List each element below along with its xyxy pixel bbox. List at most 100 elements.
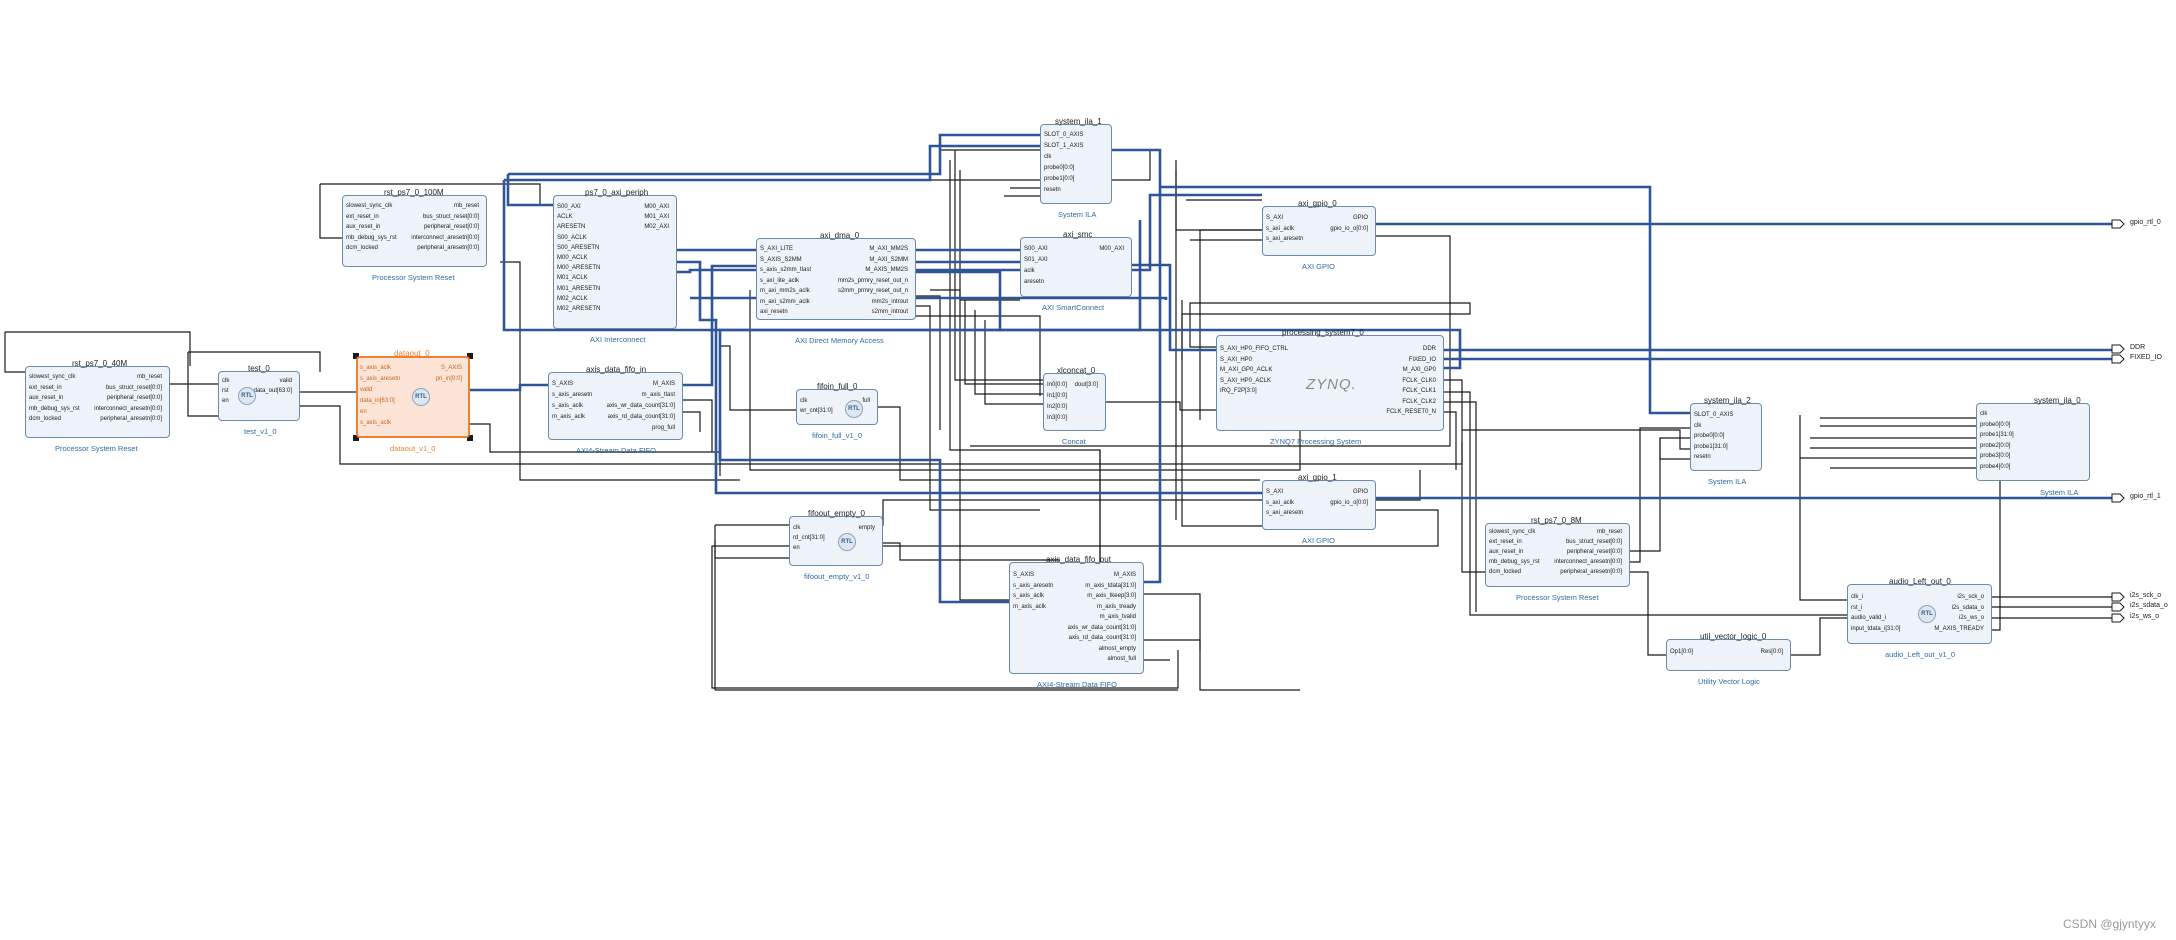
port-label[interactable]: rst_i: [1851, 604, 1863, 611]
port-label[interactable]: m_axis_tvalid: [1099, 614, 1136, 620]
port-label[interactable]: mb_reset: [136, 374, 162, 380]
port-label[interactable]: axis_rd_data_count[31:0]: [1068, 635, 1136, 641]
port-label[interactable]: M_AXIS_MM2S: [865, 267, 908, 273]
ila2-block[interactable]: [1690, 403, 1762, 471]
port-label[interactable]: S_AXI_LITE: [760, 246, 794, 252]
port-label[interactable]: S_AXI: [1266, 489, 1284, 495]
port-label[interactable]: s_axi_aresetn: [1266, 236, 1304, 242]
port-label[interactable]: i2s_ws_o: [1958, 615, 1984, 621]
port-label[interactable]: peripheral_reset[0:0]: [1566, 549, 1622, 555]
external-port-gpio-rtl-1[interactable]: gpio_rtl_1: [2130, 493, 2161, 500]
port-label[interactable]: ext_reset_in: [346, 213, 379, 220]
external-port-i2s-sdata-o[interactable]: i2s_sdata_o: [2130, 602, 2168, 609]
port-label[interactable]: mb_debug_sys_rst: [346, 234, 397, 241]
port-label[interactable]: FIXED_IO: [1408, 356, 1436, 363]
port-label[interactable]: S_AXI: [1266, 215, 1284, 221]
port-label[interactable]: m_axis_aclk: [1013, 603, 1047, 610]
port-label[interactable]: ARESETN: [557, 224, 586, 231]
port-label[interactable]: mb_debug_sys_rst: [1489, 559, 1540, 565]
port-label[interactable]: m_axi_mm2s_aclk: [760, 288, 810, 294]
port-label[interactable]: In0[0:0]: [1047, 382, 1068, 388]
port-label[interactable]: M_AXI_GP0: [1402, 367, 1436, 373]
external-port-icon[interactable]: [2111, 493, 2125, 503]
port-label[interactable]: m_axis_tdata[31:0]: [1085, 582, 1136, 589]
port-label[interactable]: M_AXI_S2MM: [869, 256, 908, 263]
external-port-icon[interactable]: [2111, 592, 2125, 602]
port-label[interactable]: ext_reset_in: [1489, 539, 1522, 545]
port-label[interactable]: bus_struct_reset[0:0]: [105, 384, 162, 391]
port-label[interactable]: S_AXIS: [1013, 572, 1035, 578]
external-port-i2s-sck-o[interactable]: i2s_sck_o: [2130, 592, 2162, 599]
port-label[interactable]: IRQ_F2P[3:0]: [1220, 388, 1257, 394]
port-label[interactable]: DDR: [1423, 346, 1436, 352]
gpio0-block[interactable]: [1262, 206, 1376, 256]
port-label[interactable]: S_AXIS_S2MM: [760, 256, 802, 263]
port-label[interactable]: M_AXIS: [1113, 572, 1136, 578]
gpio1-block[interactable]: [1262, 480, 1376, 530]
port-label[interactable]: S00_ARESETN: [557, 244, 600, 251]
port-label[interactable]: valid: [360, 387, 373, 393]
external-port-icon[interactable]: [2111, 344, 2125, 354]
port-label[interactable]: probe1[31:0]: [1980, 432, 2014, 438]
rst40-block[interactable]: [25, 366, 170, 438]
port-label[interactable]: audio_valid_i: [1851, 615, 1887, 621]
port-label[interactable]: wr_cnt[31:0]: [800, 408, 833, 414]
port-label[interactable]: In2[0:0]: [1047, 404, 1068, 410]
port-label[interactable]: dcm_locked: [346, 245, 379, 251]
port-label[interactable]: peripheral_reset[0:0]: [106, 395, 162, 401]
external-port-icon[interactable]: [2111, 219, 2125, 229]
port-label[interactable]: In1[0:0]: [1047, 393, 1068, 399]
external-port-fixed-io[interactable]: FIXED_IO: [2130, 354, 2162, 361]
port-label[interactable]: M01_ARESETN: [557, 285, 601, 292]
port-label[interactable]: almost_full: [1107, 656, 1136, 662]
port-label[interactable]: s_axi_aresetn: [1266, 510, 1304, 516]
port-label[interactable]: axis_wr_data_count[31:0]: [1067, 624, 1136, 631]
port-label[interactable]: In3[0:0]: [1047, 415, 1068, 421]
port-label[interactable]: slowest_sync_clk: [1489, 529, 1536, 535]
port-label[interactable]: s_axis_aclk: [360, 420, 392, 426]
selection-handle[interactable]: [467, 353, 473, 359]
port-label[interactable]: aclk: [1024, 268, 1035, 274]
port-label[interactable]: s_axis_aclk: [552, 403, 584, 409]
port-label[interactable]: S_AXI_HP0_ACLK: [1220, 377, 1272, 384]
port-label[interactable]: slowest_sync_clk: [346, 203, 393, 209]
port-label[interactable]: mb_reset: [1596, 529, 1622, 535]
port-label[interactable]: dcm_locked: [29, 416, 62, 422]
port-label[interactable]: gpio_io_o[0:0]: [1330, 499, 1368, 506]
port-label[interactable]: ACLK: [557, 214, 573, 221]
port-label[interactable]: FCLK_CLK0: [1402, 377, 1436, 384]
port-label[interactable]: en: [222, 398, 229, 404]
periph-block[interactable]: [553, 195, 677, 329]
selection-handle[interactable]: [353, 353, 359, 359]
port-label[interactable]: axis_rd_data_count[31:0]: [607, 414, 675, 420]
port-label[interactable]: interconnect_aresetn[0:0]: [1554, 559, 1622, 565]
port-label[interactable]: s_axis_aresetn: [552, 392, 593, 398]
external-port-i2s-ws-o[interactable]: i2s_ws_o: [2130, 613, 2160, 620]
port-label[interactable]: m_axis_aclk: [552, 414, 586, 420]
port-label[interactable]: prog_full: [651, 425, 675, 431]
port-label[interactable]: probe0[0:0]: [1044, 165, 1075, 171]
port-label[interactable]: Op1[0:0]: [1670, 649, 1694, 655]
port-label[interactable]: resetn: [1694, 454, 1711, 460]
port-label[interactable]: M_AXIS: [652, 381, 675, 387]
port-label[interactable]: empty: [858, 525, 875, 531]
port-label[interactable]: axi_resetn: [760, 309, 788, 315]
port-label[interactable]: S_AXI_HP0_FIFO_CTRL: [1220, 346, 1289, 352]
port-label[interactable]: clk: [1694, 422, 1702, 429]
port-label[interactable]: m_axis_tlast: [641, 392, 675, 398]
fifoin-block[interactable]: [548, 372, 683, 440]
port-label[interactable]: s_axi_lite_aclk: [760, 277, 800, 284]
port-label[interactable]: clk: [222, 378, 230, 384]
fifoempty-block[interactable]: [789, 516, 883, 566]
port-label[interactable]: almost_empty: [1098, 645, 1136, 652]
port-label[interactable]: M00_ARESETN: [557, 265, 601, 272]
port-label[interactable]: M01_AXI: [644, 214, 669, 221]
port-label[interactable]: m_axis_tkeep[3:0]: [1087, 593, 1136, 599]
port-label[interactable]: mb_reset: [453, 203, 479, 209]
rst8-block[interactable]: [1485, 523, 1630, 587]
xlconcat-block[interactable]: [1043, 373, 1106, 431]
port-label[interactable]: mb_debug_sys_rst: [29, 405, 80, 412]
port-label[interactable]: M02_ACLK: [557, 295, 588, 302]
port-label[interactable]: peripheral_aresetn[0:0]: [100, 416, 162, 422]
port-label[interactable]: SLOT_0_AXIS: [1044, 132, 1084, 138]
